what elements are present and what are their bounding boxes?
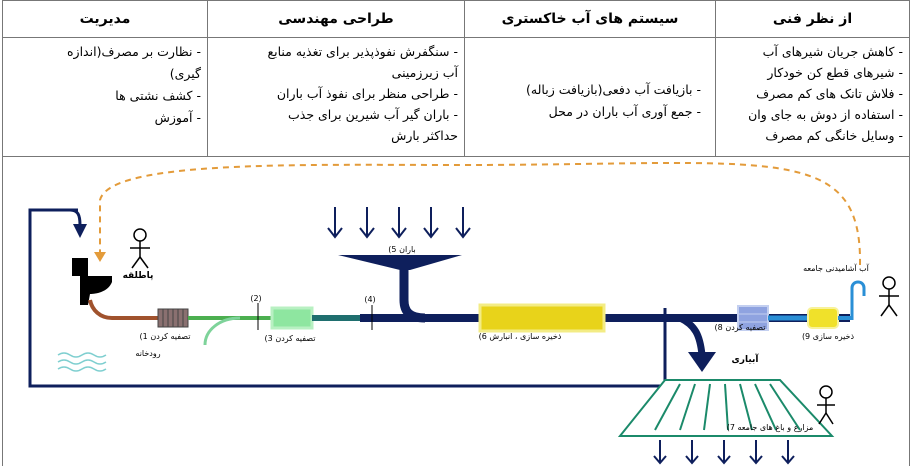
list-item: - فلاش تانک های کم مصرف — [756, 86, 903, 101]
loop-arrow-head — [73, 224, 87, 238]
column-technical: از نظر فنی - کاهش جریان شیرهای آب - شیره… — [715, 1, 909, 156]
river-waves-icon — [57, 352, 107, 372]
column-header: مدیریت — [3, 1, 207, 38]
toilet-icon — [72, 258, 112, 305]
funnel-pipe — [399, 268, 426, 323]
column-header: طراحی مهندسی — [208, 1, 464, 38]
river-branch — [203, 316, 241, 346]
dashed-arrow-head — [94, 252, 106, 262]
rain-label: (5 باران — [388, 245, 415, 254]
list-item: گیری) — [169, 66, 201, 81]
community-water-label: آب آشامیدنی جامعه — [803, 263, 870, 273]
list-item: - وسایل خانگی کم مصرف — [765, 128, 903, 143]
list-item: - آموزش — [154, 110, 201, 125]
step1-label: (1 تصفیه کردن — [140, 332, 191, 341]
column-header: سیستم های آب خاکستری — [465, 1, 715, 38]
list-item: - کاهش جریان شیرهای آب — [762, 44, 903, 59]
step4-label: (4) — [364, 295, 375, 304]
list-item: - شیرهای قطع کن خودکار — [767, 65, 903, 80]
toilet-label: پاطلقه — [123, 271, 154, 281]
strategy-table: از نظر فنی - کاهش جریان شیرهای آب - شیره… — [2, 0, 910, 157]
tap-icon — [850, 280, 866, 320]
dashed-return-path — [99, 161, 862, 266]
person-icon — [879, 276, 899, 317]
list-item: آب زیرزمینی — [391, 65, 458, 80]
list-item: - باران گیر آب شیرین برای جذب — [287, 107, 458, 122]
list-item: حداکثر بارش — [391, 128, 458, 143]
step9-label: (9 ذخیره سازی — [802, 332, 855, 341]
infiltration-arrows — [653, 440, 795, 465]
storage-tank — [478, 303, 606, 333]
list-item: - بازیافت آب دفعی(بازیافت زباله) — [526, 82, 701, 97]
list-item: - جمع آوری آب باران در محل — [548, 104, 701, 119]
list-item: - استفاده از دوش به جای وان — [748, 107, 903, 122]
column-header: از نظر فنی — [716, 1, 909, 38]
column-greywater: سیستم های آب خاکستری - بازیافت آب دفعی(ب… — [464, 1, 715, 156]
treatment-3-box — [270, 306, 314, 330]
column-management: مدیریت - نظارت بر مصرف(اندازه گیری) - کش… — [3, 1, 207, 156]
list-item: - کشف نشتی ها — [115, 88, 201, 103]
list-item: - نظارت بر مصرف(اندازه — [67, 44, 201, 59]
diagram-frame — [2, 157, 910, 466]
fields-icon — [617, 379, 835, 437]
rain-funnel — [338, 255, 462, 270]
person-icon — [130, 228, 150, 269]
fields-label: (7 مزارع و باغ های جامعه — [727, 423, 814, 432]
return-loop — [28, 208, 667, 388]
irrigation-label: آبیاری — [732, 353, 760, 365]
rain-arrows — [327, 207, 471, 239]
list-item: - سنگفرش نفوذپذیر برای تغذیه منابع — [267, 44, 458, 59]
river-label: رودخانه — [135, 349, 160, 358]
step2-label: (2) — [250, 294, 261, 303]
irrigation-arrow-head — [688, 352, 716, 372]
column-engineering: طراحی مهندسی - سنگفرش نفوذپذیر برای تغذی… — [207, 1, 464, 156]
storage-9-tank — [807, 307, 839, 329]
storage-label: (6 ذخیره سازی ، انبارش — [479, 332, 562, 341]
loop-arrow — [69, 208, 82, 226]
list-item: - طراحی منظر برای نفوذ آب باران — [276, 86, 458, 101]
waste-pipe — [88, 299, 158, 320]
irrigation-pipe — [678, 314, 706, 356]
step3-label: (3 تصفیه کردن — [265, 334, 316, 343]
step8-label: (8 تصفیه کردن — [715, 323, 766, 332]
person-icon — [817, 385, 835, 425]
